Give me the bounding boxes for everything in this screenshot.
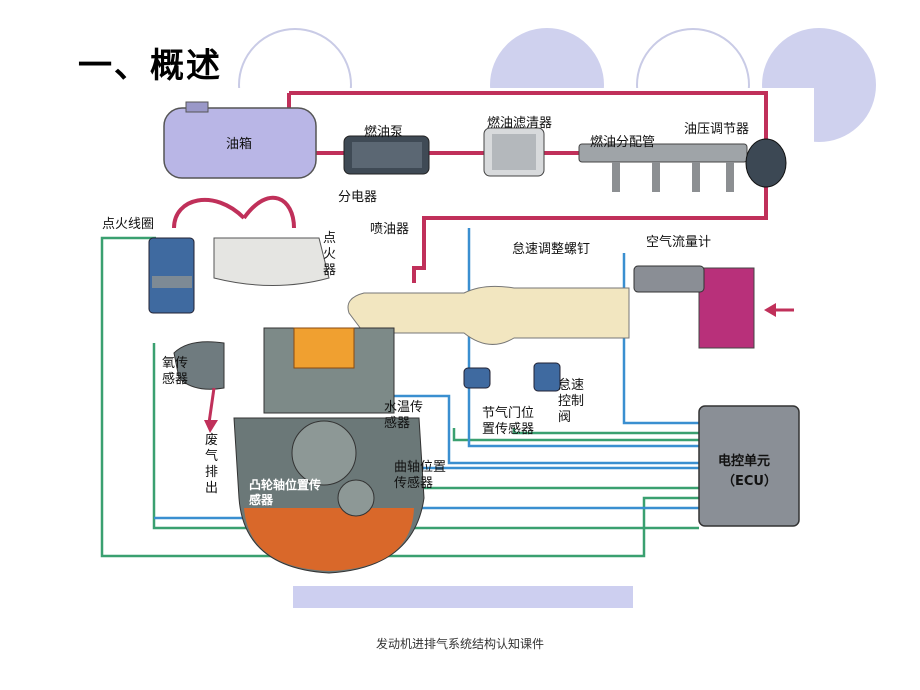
label-air-flow-meter: 空气流量计 xyxy=(646,235,712,250)
label-pressure-regulator: 油压调节器 xyxy=(684,122,750,137)
label-idle-control-valve: 怠速控制阀 xyxy=(558,378,585,425)
label-fuel-tank: 油箱 xyxy=(226,137,253,152)
diagram-graphics xyxy=(94,88,814,588)
label-injector: 喷油器 xyxy=(370,222,410,237)
label-spark-plug: 点火器 xyxy=(322,231,336,278)
label-fuel-filter: 燃油滤清器 xyxy=(487,116,553,131)
ecu-label-line2: （ECU） xyxy=(722,474,777,489)
slide-title: 一、概述 xyxy=(78,46,222,86)
label-crank-position-sensor: 曲轴位置传感器 xyxy=(394,460,447,491)
label-oxygen-sensor: 氧传感器 xyxy=(161,356,188,387)
label-fuel-pump: 燃油泵 xyxy=(364,125,404,140)
label-distributor: 分电器 xyxy=(338,190,378,205)
label-exhaust: 废气排出 xyxy=(204,433,218,496)
label-cam-position-sensor: 凸轮轴位置传感器 xyxy=(249,478,322,507)
efi-system-diagram: 油箱 燃油泵 燃油滤清器 燃油分配管 油压调节器 分电器 点火线圈 点火器 喷油… xyxy=(94,88,814,588)
label-throttle-position-sensor: 节气门位置传感器 xyxy=(482,406,535,437)
ecu-label-line1: 电控单元 xyxy=(718,454,771,469)
label-ignition-coil: 点火线圈 xyxy=(102,217,155,232)
slide-footer: 发动机进排气系统结构认知课件 xyxy=(375,637,544,651)
label-coolant-temp-sensor: 水温传感器 xyxy=(384,400,424,431)
label-fuel-rail: 燃油分配管 xyxy=(590,135,656,150)
bottom-decorative-bar xyxy=(293,586,633,608)
label-idle-adjust-screw: 怠速调整螺钉 xyxy=(512,242,591,257)
